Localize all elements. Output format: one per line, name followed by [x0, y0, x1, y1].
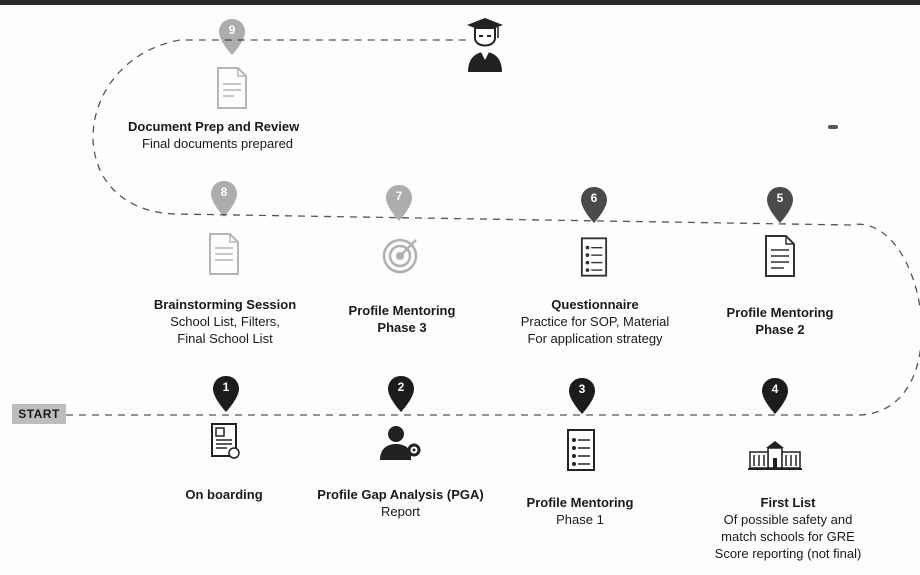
- user-gear-icon: [380, 426, 421, 460]
- step-2-pin: 2: [387, 375, 415, 413]
- top-border: [0, 0, 920, 5]
- step-3-number: 3: [578, 382, 586, 396]
- step-4-pin: 4: [761, 377, 789, 415]
- graduate-icon: [467, 18, 503, 72]
- step-1-label: On boarding: [185, 487, 263, 502]
- step-8-pin: 8: [210, 180, 238, 218]
- step-9-number: 9: [228, 23, 236, 37]
- document-icon: [217, 67, 247, 109]
- step-3-pin: 3: [568, 377, 596, 415]
- onboarding-document-icon: [211, 423, 240, 459]
- step-7-label: Profile Mentoring Phase 3: [348, 303, 456, 335]
- step-2-label: Profile Gap Analysis (PGA) Report: [317, 487, 484, 519]
- checklist-icon: [580, 237, 608, 277]
- decorative-mark: [828, 125, 838, 129]
- step-1-number: 1: [222, 380, 230, 394]
- target-icon: [382, 238, 418, 274]
- step-3-label: Profile Mentoring Phase 1: [526, 495, 634, 527]
- step-8-number: 8: [220, 185, 228, 199]
- step-5-label: Profile Mentoring Phase 2: [726, 305, 834, 337]
- step-5-pin: 5: [766, 186, 794, 224]
- step-6-number: 6: [590, 191, 598, 205]
- step-1-pin: 1: [212, 375, 240, 413]
- step-8-label: Brainstorming Session School List, Filte…: [153, 297, 297, 346]
- step-4-label: First List Of possible safety and match …: [714, 495, 862, 561]
- step-6-label: Questionnaire Practice for SOP, Material…: [520, 297, 670, 346]
- step-9-label: Document Prep and Review Final documents…: [128, 119, 300, 151]
- step-7-number: 7: [395, 189, 403, 203]
- checklist-icon: [567, 429, 595, 471]
- document-icon: [209, 233, 239, 275]
- step-2-number: 2: [397, 380, 405, 394]
- document-icon: [765, 235, 795, 277]
- step-9-pin: 9: [218, 18, 246, 56]
- step-6-pin: 6: [580, 186, 608, 224]
- step-4-number: 4: [771, 382, 779, 396]
- step-5-number: 5: [776, 191, 784, 205]
- step-7-pin: 7: [385, 184, 413, 222]
- start-label: START: [12, 404, 66, 424]
- university-building-icon: [748, 441, 802, 470]
